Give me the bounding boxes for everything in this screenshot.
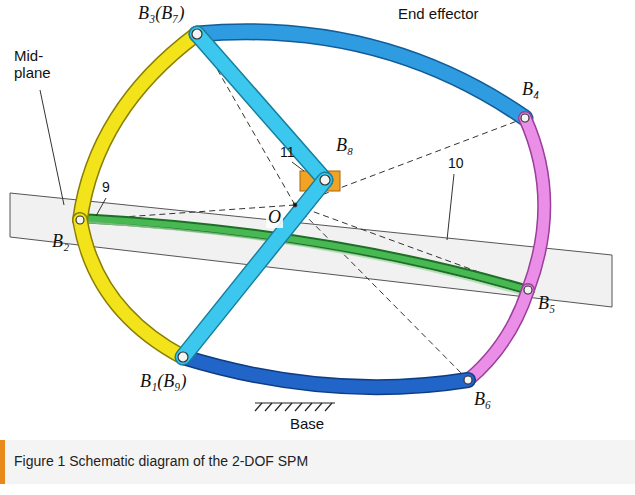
leader-lines (40, 90, 454, 240)
point-label: B₆ (474, 390, 491, 410)
point-label: B₄ (522, 80, 539, 100)
end-effector-arc (197, 32, 525, 118)
cyan-link (197, 34, 325, 180)
caption-bar (0, 440, 5, 484)
ground-hatch (255, 403, 335, 411)
joint-pins (76, 29, 532, 384)
base-arc (183, 357, 468, 387)
part-label: End effector (398, 6, 479, 23)
point-label: O (266, 208, 283, 228)
callout-number: 9 (102, 180, 110, 195)
yellow-link (80, 34, 197, 220)
point-label: B₂ (52, 232, 69, 252)
point-label: B₈ (336, 136, 353, 156)
pink-link (525, 118, 544, 290)
point-label: B₁(B₉) (140, 372, 187, 392)
callout-number: 10 (448, 156, 464, 171)
mechanism-illustration (0, 0, 635, 440)
part-label: Base (290, 416, 324, 433)
point-label: B₃(B₇) (138, 4, 185, 24)
guide-rail (80, 218, 528, 290)
figure-caption: Figure 1 Schematic diagram of the 2-DOF … (14, 453, 308, 469)
point-label: B₅ (538, 294, 555, 314)
part-label: Mid- plane (14, 48, 60, 81)
callout-number: 11 (280, 145, 295, 160)
